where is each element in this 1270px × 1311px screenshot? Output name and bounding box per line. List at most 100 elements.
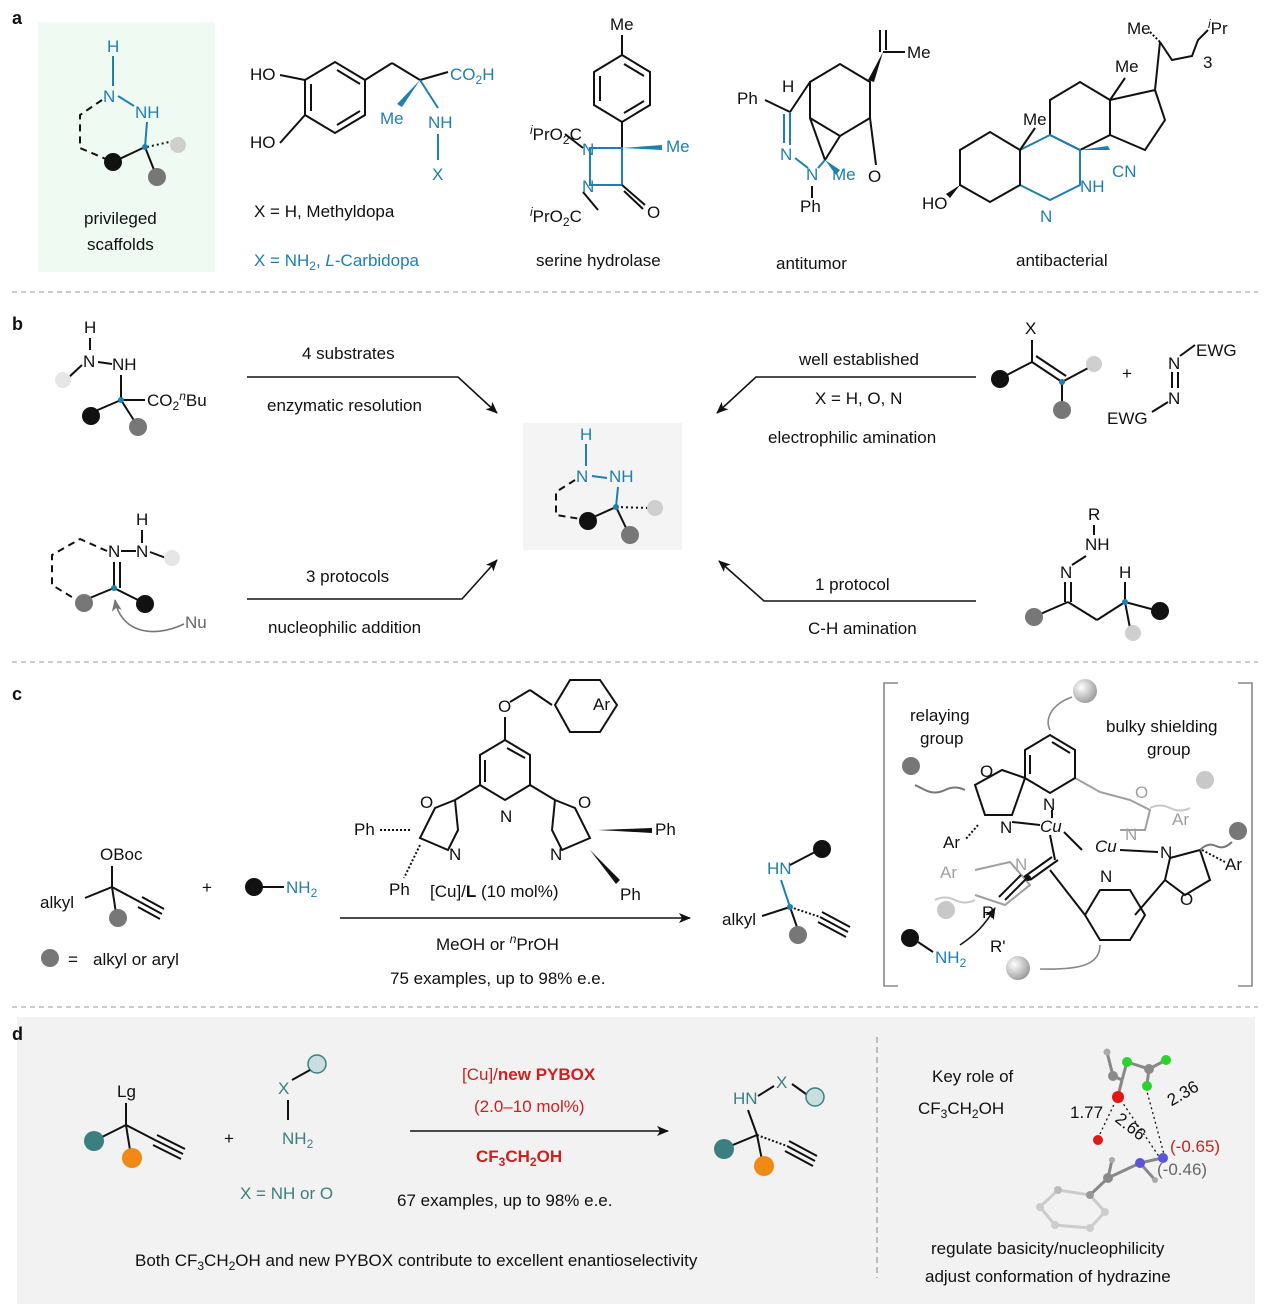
atom-nu: Nu xyxy=(185,613,207,632)
atom-nh2: NH2 xyxy=(282,1129,314,1151)
atom-n: N xyxy=(806,165,818,184)
atom-cu: Cu xyxy=(1040,817,1062,836)
atom-me: Me xyxy=(666,137,690,156)
atom-cu: Cu xyxy=(1095,837,1117,856)
atom-ar: Ar xyxy=(1172,810,1189,829)
legend-equals: = xyxy=(68,950,78,969)
panel-d-letter: d xyxy=(12,1024,23,1044)
atom-n: N xyxy=(1125,825,1137,844)
atom-o: O xyxy=(498,697,511,716)
bulky-label-2: group xyxy=(1147,740,1190,759)
panel-b: b H N NH CO2nBu 4 substrates enzymatic r… xyxy=(12,314,1237,641)
atom-ar: Ar xyxy=(1225,855,1242,874)
catalyst-label: [Cu]/L (10 mol%) xyxy=(430,882,558,901)
relaying-label-1: relaying xyxy=(910,706,970,725)
panel-a-letter: a xyxy=(12,8,23,28)
substrate-d: Lg xyxy=(84,1082,186,1168)
atom-h: H xyxy=(1119,563,1131,582)
atom-ipr: iPrO2C xyxy=(530,123,582,147)
solvent-d: CF3CH2OH xyxy=(476,1147,562,1169)
panel-d: d Lg + X NH2 X = NH or O [Cu]/new PYBOX … xyxy=(12,1017,1255,1304)
atom-nh: NH xyxy=(1080,177,1105,196)
arrow-bottom-left xyxy=(247,559,498,600)
tr-structure: X + N N EWG EWG xyxy=(991,319,1237,428)
atom-subscript: 3 xyxy=(1203,53,1212,72)
atom-h: H xyxy=(136,510,148,529)
atom-ph: Ph xyxy=(800,197,821,216)
br-structure: R NH N H xyxy=(1025,505,1169,641)
atom-ph: Ph xyxy=(389,880,410,899)
atom-x: X xyxy=(1025,319,1036,338)
plus-sign: + xyxy=(1122,364,1132,383)
atom-oboc: OBoc xyxy=(100,845,143,864)
atom-ph: Ph xyxy=(737,89,758,108)
panel-c-letter: c xyxy=(12,684,22,704)
atom-ewg: EWG xyxy=(1196,341,1237,360)
transition-state-model: relaying group bulky shielding group N O… xyxy=(883,679,1253,987)
atom-h: H xyxy=(782,77,794,96)
atom-o: O xyxy=(1180,890,1193,909)
key-role-label-2: CF3CH2OH xyxy=(918,1099,1004,1121)
arrow-tr-label-top: well established xyxy=(798,350,919,369)
examples-label-d: 67 examples, up to 98% e.e. xyxy=(397,1191,612,1210)
solvent-label: MeOH or nPrOH xyxy=(436,932,559,954)
atom-nh2: NH2 xyxy=(286,878,318,900)
atom-n: N xyxy=(1040,207,1052,226)
atom-n: N xyxy=(500,807,512,826)
arrow-br-label-bottom: C-H amination xyxy=(808,619,917,638)
pybox-ligand: O Ar N O N O N Ph Ph Ph Ph xyxy=(354,679,676,904)
atom-me: Me xyxy=(1127,19,1151,38)
atom-n: N xyxy=(1060,563,1072,582)
atom-ar: Ar xyxy=(940,863,957,882)
hydrolase-structure: Me Me N N O iPrO2C iPrO2C xyxy=(530,15,690,229)
regulate-label-1: regulate basicity/nucleophilicity xyxy=(931,1239,1165,1258)
atom-cn: CN xyxy=(1112,162,1137,181)
atom-r: R xyxy=(1088,505,1100,524)
product-d: HN X xyxy=(714,1073,825,1176)
scaffold-structure: H N NH xyxy=(79,37,186,186)
atom-hn: HN xyxy=(733,1089,758,1108)
arrow-bl-label-bottom: nucleophilic addition xyxy=(268,618,421,637)
atom-n: N xyxy=(1168,389,1180,408)
catalyst-d: [Cu]/new PYBOX xyxy=(462,1065,596,1084)
atom-h: H xyxy=(107,37,119,56)
atom-n: N xyxy=(1015,855,1027,874)
examples-label-c: 75 examples, up to 98% e.e. xyxy=(390,969,605,988)
bl-structure: H N N Nu xyxy=(51,510,207,633)
x-definition: X = NH or O xyxy=(240,1184,333,1203)
atom-alkyl: alkyl xyxy=(40,893,74,912)
charge-2: (-0.46) xyxy=(1157,1160,1207,1179)
atom-n: N xyxy=(576,467,588,486)
arrow-bottom-right xyxy=(718,560,976,602)
atom-n: N xyxy=(582,140,594,159)
atom-me: Me xyxy=(832,165,856,184)
atom-alkyl: alkyl xyxy=(722,910,756,929)
plus-sign: + xyxy=(224,1129,234,1148)
distance-1: 1.77 xyxy=(1070,1103,1103,1122)
atom-nh: NH xyxy=(1085,535,1110,554)
atom-nh: NH xyxy=(428,113,453,132)
legend-text: alkyl or aryl xyxy=(93,950,179,969)
atom-n: N xyxy=(1000,818,1012,837)
hydrazine-d: X NH2 xyxy=(278,1054,327,1151)
atom-me: Me xyxy=(1023,110,1047,129)
antitumor-caption: antitumor xyxy=(776,254,847,273)
atom-o: O xyxy=(420,793,433,812)
arrow-tr-label-bottom: electrophilic amination xyxy=(768,428,936,447)
tl-structure: H N NH CO2nBu xyxy=(55,318,207,436)
arrow-bl-label-top: 3 protocols xyxy=(306,567,389,586)
atom-me: Me xyxy=(907,43,931,62)
hydrolase-caption: serine hydrolase xyxy=(536,251,661,270)
atom-ar: Ar xyxy=(593,695,610,714)
atom-n: N xyxy=(103,87,115,106)
atom-nh: NH xyxy=(135,103,160,122)
atom-o: O xyxy=(868,167,881,186)
scaffold-caption-2: scaffolds xyxy=(87,235,154,254)
antitumor-structure: Me O Ph H N N Me Ph xyxy=(737,30,931,216)
atom-r-prime: R' xyxy=(990,937,1006,956)
atom-n: N xyxy=(1043,795,1055,814)
atom-nh2: NH2 xyxy=(935,948,967,970)
atom-n: N xyxy=(582,177,594,196)
atom-co2h: CO2H xyxy=(450,65,494,87)
